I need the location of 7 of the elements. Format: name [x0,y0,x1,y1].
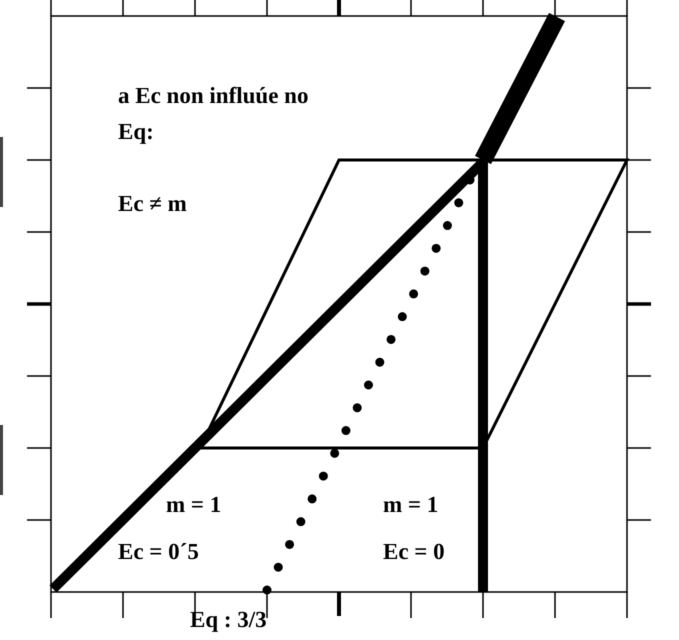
plot-label: m = 1 [166,491,222,519]
plot-label: Ec = 0´5 [118,538,199,566]
plot-label: Ec = 0 [383,538,445,566]
plot-label: Ec ≠ m [118,190,187,218]
plot-label: a Ec non influúe no Eq: [118,82,310,146]
plot-label: Eq : 3/3 [190,606,267,634]
plot-label: m = 1 [383,491,438,519]
